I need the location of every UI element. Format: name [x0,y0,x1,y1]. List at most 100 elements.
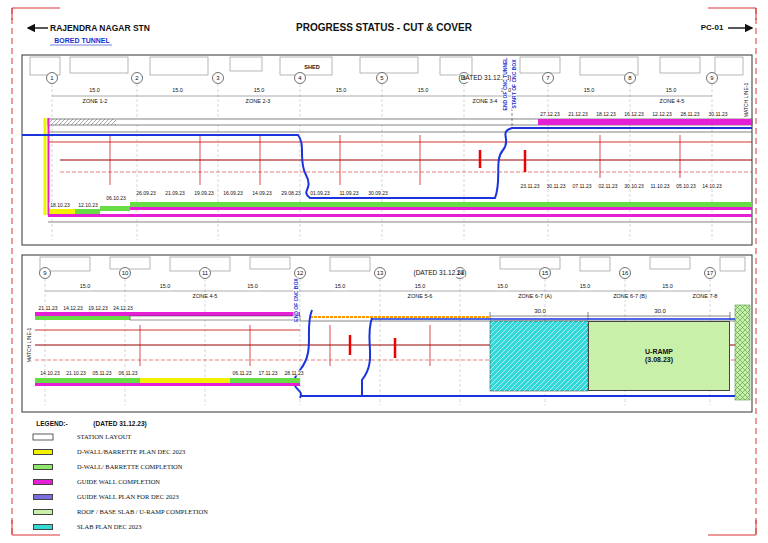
dimension: 15.0 [334,284,347,290]
date-label: 05.11.23 [91,371,112,376]
dimension: 15.0 [171,88,184,94]
dimension: 15.0 [246,284,259,290]
boundary-note: END OF CNC BOX [294,277,299,322]
date-label: 14.09.23 [251,191,272,196]
legend-swatch [33,494,53,500]
date-label: 16.12.23 [623,112,644,117]
date-label: 30.11.23 [545,184,566,189]
ramp-area: U-RAMP (3.08.23) [588,321,730,391]
date-label: 01.09.23 [309,191,330,196]
dimension: 30.0 [653,308,667,314]
date-label: 28.11.23 [679,112,700,117]
legend-text: GUIDE WALL PLAN FOR DEC 2023 [76,494,180,501]
date-label: 07.11.23 [571,184,592,189]
dimension: 15.0 [79,284,92,290]
date-label: 18.10.23 [49,203,70,208]
top-panel [22,55,752,245]
dimension: 15.0 [417,88,430,94]
date-label: 30.11.23 [707,112,728,117]
date-label: 23.11.23 [519,184,540,189]
grid-number: 16 [621,270,630,276]
boundary-note: END OF CNC TUNNEL [503,57,508,112]
legend-sample [33,434,53,440]
grid-number: 1 [49,75,54,81]
dimension: 30.0 [533,308,547,314]
date-label: 27.12.23 [539,112,560,117]
date-label: 02.11.23 [597,184,618,189]
grid-number: 2 [134,75,139,81]
grid-number: 10 [121,270,130,276]
zone-label: ZONE 1-2 [82,99,109,105]
date-label: 06.11.23 [117,371,138,376]
zone-label: ZONE 3-4 [472,99,499,105]
zone-label: ZONE 7-8 [692,294,719,300]
underline [50,45,112,46]
grid-number: 15 [541,270,550,276]
grid-number: 8 [627,75,632,81]
grid-number: 9 [42,270,47,276]
area-label: U-RAMP (3.08.23) [637,348,681,365]
dimension: 15.0 [579,284,592,290]
grid-number: 7 [545,75,550,81]
dimension: 15.0 [496,284,509,290]
date-label: 30.10.23 [623,184,644,189]
grid-number: 5 [379,75,384,81]
grid-number: 13 [376,270,385,276]
legend-heading: LEGEND:- [35,421,68,428]
legend-swatch [33,449,53,455]
boundary-note: START OF CNC BOX [512,58,517,109]
grid-number: 12 [296,270,305,276]
legend-swatch [33,509,53,515]
sheet-number: PC-01 [700,24,725,32]
date-label: 11.10.23 [649,184,670,189]
dimension: 15.0 [159,284,172,290]
sheet-border [12,8,756,535]
dimension: 15.0 [661,284,674,290]
date-label: 16.09.23 [222,191,243,196]
legend-text: D-WALL/BARRETTE PLAN DEC 2023 [76,449,186,456]
date-label: 14.12.23 [62,306,83,311]
grid-number: 17 [706,270,715,276]
date-label: 11.09.23 [338,191,359,196]
legend-text: STATION LAYOUT [76,434,132,441]
match-line: MATCH LINE-1 [27,327,32,363]
grid-number: 6 [461,75,466,81]
date-label: 05.10.23 [675,184,696,189]
legend-swatch [33,479,53,485]
date-label: 12.12.23 [651,112,672,117]
date-label: 06.10.23 [105,196,126,201]
legend-date: (DATED 31.12.23) [92,421,147,428]
dimension: 15.0 [88,88,101,94]
station-name: RAJENDRA NAGAR STN [49,24,151,33]
zone-label: ZONE 6-7 (A) [517,294,553,300]
dimension: 15.0 [335,88,348,94]
date-label: 17.11.23 [257,371,278,376]
date-label: 28.11.23 [283,371,304,376]
dimension: 15.0 [414,284,427,290]
legend-text: SLAB PLAN DEC 2023 [76,524,142,531]
date-label: 06.11.23 [231,371,252,376]
legend-text: ROOF / BASE SLAB / U-RAMP COMPLETION [76,509,209,516]
tunnel-label: BORED TUNNEL [53,37,111,44]
legend-swatch [33,524,53,530]
dimension: 15.0 [583,88,596,94]
date-label: 19.09.23 [193,191,214,196]
date-label: 12.10.23 [77,203,98,208]
dimension: 15.0 [253,88,266,94]
building-label: SHED [303,65,320,71]
legend-text: GUIDE WALL COMPLETION [76,479,161,486]
date-label: 29.08.23 [280,191,301,196]
dimension: 15.0 [665,88,678,94]
date-label: 30.09.23 [367,191,388,196]
zone-label: ZONE 6-7 (B) [612,294,648,300]
bottom-panel [22,255,752,412]
date-label: 24.12.23 [112,306,133,311]
legend-swatch [33,464,53,470]
grid-number: 4 [297,75,302,81]
date-label: 21.09.23 [164,191,185,196]
date-label: 14.10.23 [39,371,60,376]
zone-label: ZONE 2-3 [245,99,272,105]
zone-label: ZONE 4-5 [659,99,686,105]
